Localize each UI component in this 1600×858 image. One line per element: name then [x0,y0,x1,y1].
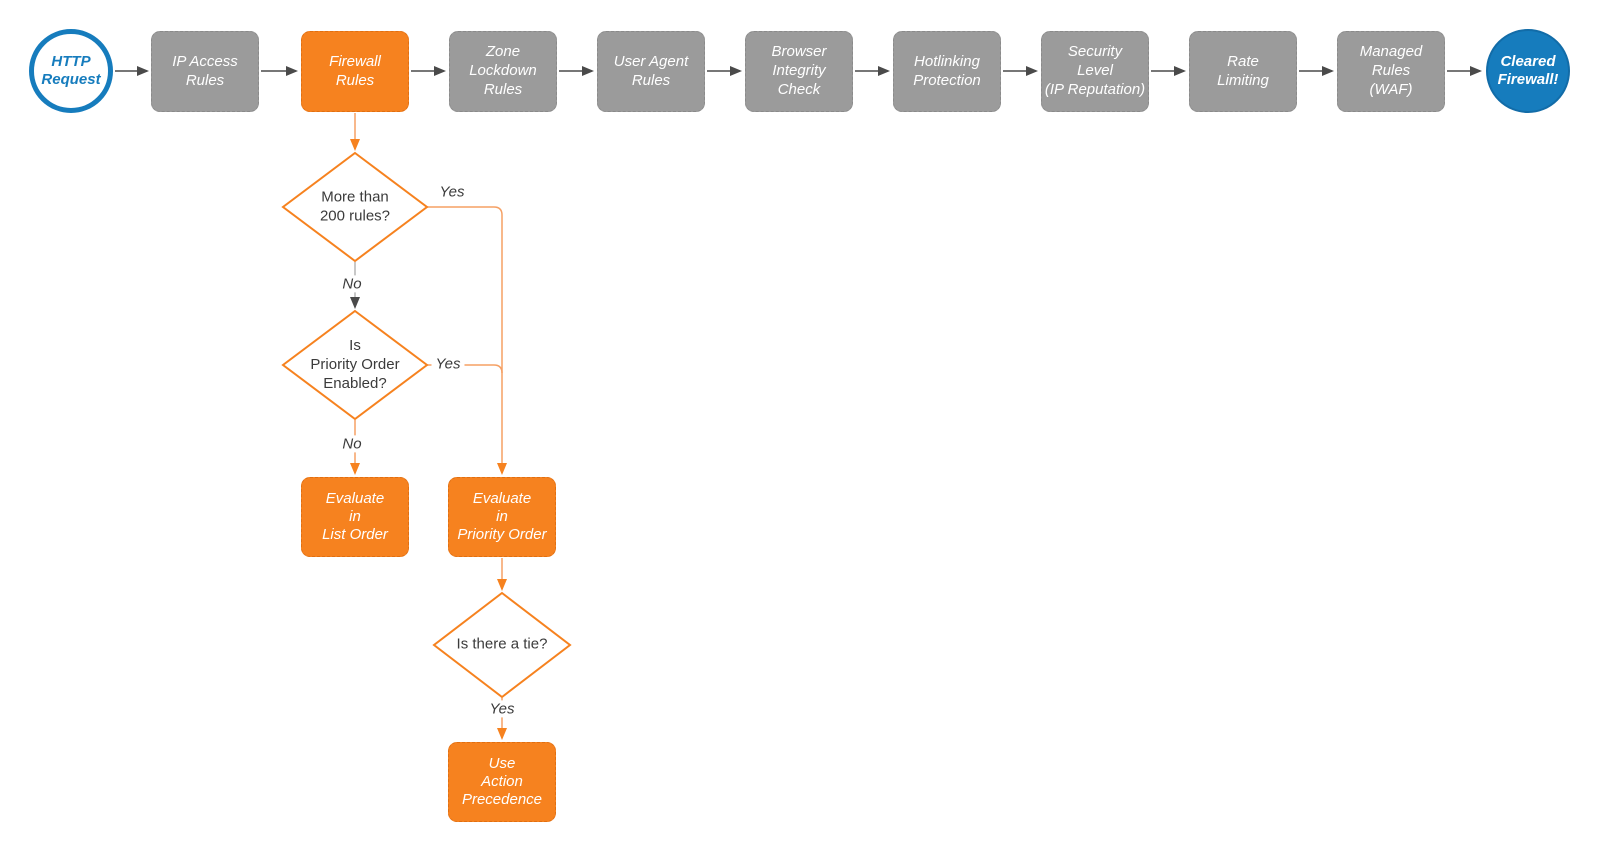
node-evaluate-in-priority-order-label: Evaluate in Priority Order [457,489,547,544]
node-rate-limiting: Rate Limiting [1189,31,1297,112]
node-evaluate-in-list-order: Evaluate in List Order [301,477,409,557]
node-evaluate-in-priority-order: Evaluate in Priority Order [448,477,556,557]
node-use-action-precedence: Use Action Precedence [448,742,556,822]
node-rate-limiting-label: Rate Limiting [1217,52,1269,89]
node-evaluate-in-list-order-label: Evaluate in List Order [322,489,388,544]
node-hotlinking-protection-label: Hotlinking Protection [913,52,981,89]
node-firewall-rules-label: Firewall Rules [329,52,381,89]
node-use-action-precedence-label: Use Action Precedence [461,754,543,809]
node-cleared-firewall: Cleared Firewall! [1486,29,1570,113]
edge-label-decision-3-yes: Yes [485,700,519,718]
decision-priority-order-enabled-label: Is Priority Order Enabled? [310,336,400,392]
node-ip-access-rules-label: IP Access Rules [172,52,238,89]
node-firewall-rules: Firewall Rules [301,31,409,112]
node-security-level-label: Security Level (IP Reputation) [1044,43,1146,98]
node-browser-integrity-check-label: Browser Integrity Check [771,43,827,98]
node-hotlinking-protection: Hotlinking Protection [893,31,1001,112]
node-zone-lockdown-rules: Zone Lockdown Rules [449,31,557,112]
node-user-agent-rules-label: User Agent Rules [613,52,689,89]
node-http-request: HTTP Request [29,29,113,113]
node-managed-rules-waf: Managed Rules (WAF) [1337,31,1445,112]
edge-label-decision-2-no: No [338,435,366,453]
decision-is-there-a-tie-label: Is there a tie? [456,635,548,653]
node-cleared-firewall-label: Cleared Firewall! [1497,53,1559,88]
node-user-agent-rules: User Agent Rules [597,31,705,112]
decision-more-than-200-rules-label: More than 200 rules? [319,188,391,224]
edge-label-decision-2-yes: Yes [431,355,465,373]
edge-decision-1-yes [427,206,507,475]
edge-label-decision-1-no: No [338,275,366,293]
node-http-request-label: HTTP Request [41,53,101,88]
node-browser-integrity-check: Browser Integrity Check [745,31,853,112]
node-security-level: Security Level (IP Reputation) [1041,31,1149,112]
node-zone-lockdown-rules-label: Zone Lockdown Rules [469,43,537,98]
node-managed-rules-waf-label: Managed Rules (WAF) [1359,43,1423,98]
edge-label-decision-1-yes: Yes [435,183,469,201]
node-ip-access-rules: IP Access Rules [151,31,259,112]
